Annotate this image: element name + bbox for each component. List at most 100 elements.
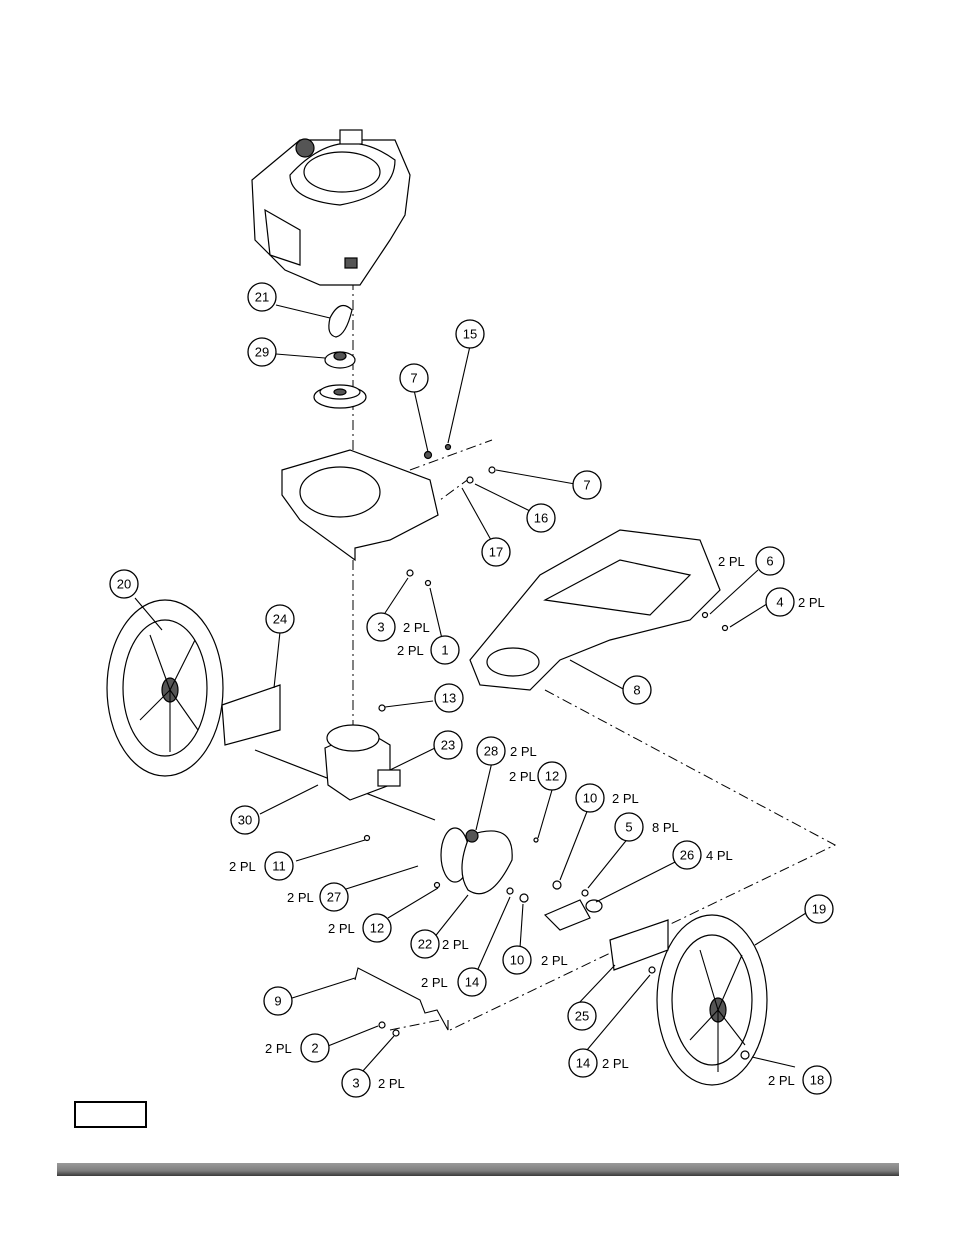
callout-circle bbox=[575, 783, 605, 813]
callout-circle bbox=[247, 282, 277, 312]
callout-23: 23 bbox=[433, 730, 463, 760]
callout-number: 7 bbox=[410, 371, 417, 386]
axle-hub bbox=[543, 899, 603, 931]
callout-8: 8 bbox=[622, 675, 652, 705]
callout-number: 14 bbox=[576, 1056, 590, 1071]
callout-20: 20 bbox=[109, 569, 139, 599]
callout-25: 25 bbox=[567, 1001, 597, 1031]
callout-circle bbox=[433, 730, 463, 760]
callout-number: 16 bbox=[534, 511, 548, 526]
callout-number: 10 bbox=[583, 791, 597, 806]
callout-circle bbox=[109, 569, 139, 599]
callout-number: 23 bbox=[441, 738, 455, 753]
callout-number: 3 bbox=[352, 1076, 359, 1091]
callout-number: 18 bbox=[810, 1073, 824, 1088]
callout-circle bbox=[341, 1068, 371, 1098]
callout-circle bbox=[264, 851, 294, 881]
callout-quantity-note: 2 PL bbox=[442, 937, 469, 952]
callout-circle bbox=[230, 805, 260, 835]
callout-quantity-note: 2 PL bbox=[768, 1073, 795, 1088]
callout-number: 12 bbox=[370, 921, 384, 936]
callout-number: 28 bbox=[484, 744, 498, 759]
drive-chain bbox=[461, 830, 513, 895]
callout-circle bbox=[410, 929, 440, 959]
callout-circle bbox=[568, 1048, 598, 1078]
callout-11: 112 PL bbox=[229, 851, 294, 881]
callout-circle bbox=[572, 470, 602, 500]
callout-circle bbox=[366, 612, 396, 642]
callout-quantity-note: 2 PL bbox=[378, 1076, 405, 1091]
callout-number: 22 bbox=[418, 937, 432, 952]
callout-quantity-note: 2 PL bbox=[612, 791, 639, 806]
engine-pulley bbox=[324, 351, 356, 369]
callout-21: 21 bbox=[247, 282, 277, 312]
callout-17: 17 bbox=[481, 537, 511, 567]
callout-circle bbox=[300, 1033, 330, 1063]
callout-quantity-note: 2 PL bbox=[718, 554, 745, 569]
callout-circle bbox=[319, 882, 349, 912]
callout-number: 9 bbox=[274, 994, 281, 1009]
callout-quantity-note: 2 PL bbox=[541, 953, 568, 968]
callout-quantity-note: 2 PL bbox=[509, 769, 536, 784]
wheel-right bbox=[656, 914, 768, 1086]
callout-circle bbox=[476, 736, 506, 766]
callout-number: 6 bbox=[766, 554, 773, 569]
callout-circle bbox=[481, 537, 511, 567]
callout-quantity-note: 8 PL bbox=[652, 820, 679, 835]
callout-circle bbox=[567, 1001, 597, 1031]
callout-3: 3 2 PL bbox=[341, 1068, 405, 1098]
callout-circle bbox=[265, 604, 295, 634]
callout-quantity-note: 2 PL bbox=[287, 890, 314, 905]
callout-number: 19 bbox=[812, 902, 826, 917]
callout-12: 122 PL bbox=[328, 913, 392, 943]
bracket-left bbox=[221, 684, 281, 746]
callout-number: 30 bbox=[238, 813, 252, 828]
callout-19: 19 bbox=[804, 894, 834, 924]
engine-mount-deck bbox=[281, 449, 439, 562]
callout-number: 2 bbox=[311, 1041, 318, 1056]
callout-circle bbox=[502, 945, 532, 975]
callout-circle bbox=[362, 913, 392, 943]
callout-number: 7 bbox=[583, 478, 590, 493]
callout-number: 12 bbox=[545, 769, 559, 784]
callout-circle bbox=[457, 967, 487, 997]
assembly-center-lines bbox=[352, 280, 837, 1031]
callout-27: 27 2 PL bbox=[287, 882, 349, 912]
callout-29: 29 bbox=[247, 337, 277, 367]
callout-circle bbox=[765, 587, 795, 617]
callout-number: 24 bbox=[273, 612, 287, 627]
callout-1: 12 PL bbox=[397, 635, 460, 665]
wire-bail bbox=[354, 967, 449, 1031]
callout-number: 8 bbox=[633, 683, 640, 698]
callout-circle bbox=[434, 683, 464, 713]
callout-circle bbox=[614, 812, 644, 842]
lower-pulley bbox=[313, 384, 367, 409]
gearbox bbox=[324, 724, 401, 801]
callout-number: 25 bbox=[575, 1009, 589, 1024]
callout-quantity-note: 4 PL bbox=[706, 848, 733, 863]
callout-30: 30 bbox=[230, 805, 260, 835]
callout-2: 22 PL bbox=[265, 1033, 330, 1063]
callout-24: 24 bbox=[265, 604, 295, 634]
callout-circle bbox=[804, 894, 834, 924]
callout-circle bbox=[263, 986, 293, 1016]
callout-quantity-note: 2 PL bbox=[421, 975, 448, 990]
handle-base bbox=[469, 529, 721, 691]
callout-circle bbox=[802, 1065, 832, 1095]
drive-belt bbox=[328, 304, 353, 338]
callout-7: 7 bbox=[399, 363, 429, 393]
callout-number: 27 bbox=[327, 890, 341, 905]
callout-13: 13 bbox=[434, 683, 464, 713]
bracket-right bbox=[609, 919, 669, 971]
hardware bbox=[363, 443, 750, 1060]
callout-circle bbox=[622, 675, 652, 705]
callout-number: 13 bbox=[442, 691, 456, 706]
callout-number: 17 bbox=[489, 545, 503, 560]
callout-number: 21 bbox=[255, 290, 269, 305]
